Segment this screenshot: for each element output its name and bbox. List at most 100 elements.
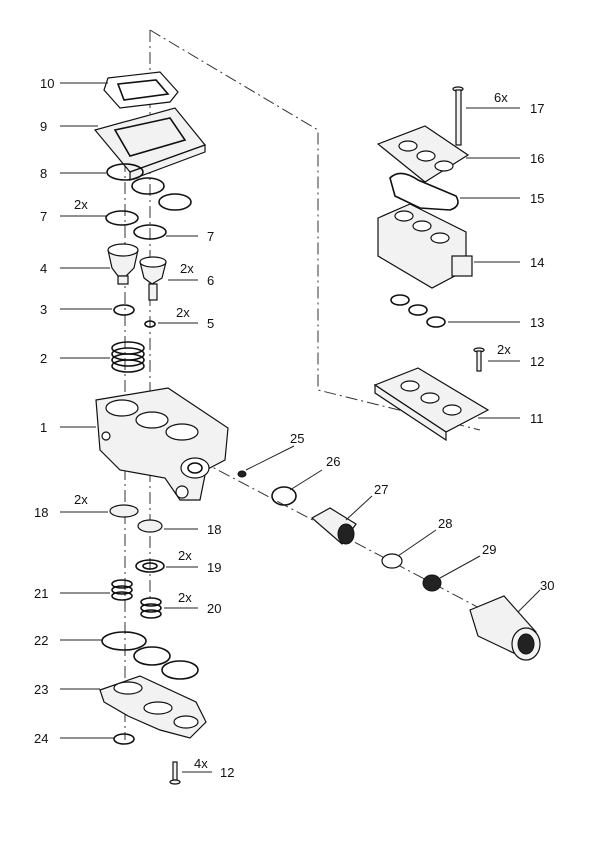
callout-qty: 4x (194, 756, 208, 771)
part-21-spring (111, 579, 133, 601)
part-2-spring (111, 341, 145, 373)
part-20-spring (140, 597, 162, 619)
callout-label: 16 (530, 151, 544, 166)
callout-label: 18 (34, 505, 48, 520)
callout-qty: 2x (497, 342, 511, 357)
callout-label: 27 (374, 482, 388, 497)
callout-2: 2 (40, 351, 110, 366)
part-9-cover-plate (93, 107, 206, 181)
callout-label: 26 (326, 454, 340, 469)
part-18-diaphragm (109, 504, 163, 533)
callout-18b: 18 (164, 522, 221, 537)
part-11-base-plate (373, 367, 490, 442)
callout-label: 10 (40, 76, 54, 91)
callout-label: 21 (34, 586, 48, 601)
callout-label: 14 (530, 255, 544, 270)
part-16-plate (376, 125, 470, 183)
callout-7b: 7 (166, 229, 214, 244)
callout-29: 29 (439, 542, 496, 579)
callout-label: 19 (207, 560, 221, 575)
callout-6: 6 2x (168, 261, 214, 288)
callout-label: 24 (34, 731, 48, 746)
callout-qty: 2x (178, 590, 192, 605)
callout-qty: 6x (494, 90, 508, 105)
part-28-disc (381, 553, 403, 569)
callout-label: 8 (40, 166, 47, 181)
callout-15: 15 (460, 191, 544, 206)
callout-4: 4 (40, 261, 110, 276)
part-26-o-ring (271, 486, 297, 506)
callout-20: 20 2x (164, 590, 221, 616)
part-27-filter (310, 507, 357, 545)
callout-label: 1 (40, 420, 47, 435)
part-12-screw-top (473, 347, 485, 372)
part-1-valve-housing (95, 387, 229, 501)
part-4-valve-insert (107, 243, 139, 285)
callout-13: 13 (448, 315, 544, 330)
callout-16: 16 (466, 151, 544, 166)
callout-10: 10 (40, 76, 108, 91)
callout-label: 6 (207, 273, 214, 288)
callout-label: 7 (40, 209, 47, 224)
callout-1: 1 (40, 420, 96, 435)
callout-label: 22 (34, 633, 48, 648)
callout-23: 23 (34, 682, 100, 697)
part-23-lower-cover (99, 675, 207, 739)
callout-label: 7 (207, 229, 214, 244)
callout-qty: 2x (178, 548, 192, 563)
callout-22: 22 (34, 633, 102, 648)
callout-12a: 12 2x (488, 342, 544, 369)
callout-label: 4 (40, 261, 47, 276)
callout-14: 14 (474, 255, 544, 270)
part-12-screw-bottom (169, 761, 181, 785)
callout-qty: 2x (176, 305, 190, 320)
callout-label: 17 (530, 101, 544, 116)
callout-label: 23 (34, 682, 48, 697)
part-8-gasket (106, 163, 192, 211)
part-15-gasket (389, 172, 459, 211)
part-6-valve-insert (139, 256, 167, 301)
callout-label: 18 (207, 522, 221, 537)
callout-30: 30 (517, 578, 554, 613)
callout-label: 20 (207, 601, 221, 616)
callout-3: 3 (40, 302, 112, 317)
callout-qty: 2x (74, 492, 88, 507)
part-5-small-ring (144, 320, 156, 328)
callout-label: 13 (530, 315, 544, 330)
callout-12b: 12 4x (182, 756, 234, 780)
part-19-washer (135, 559, 165, 573)
callout-label: 28 (438, 516, 452, 531)
callout-label: 25 (290, 431, 304, 446)
callout-label: 5 (207, 316, 214, 331)
callout-26: 26 (289, 454, 340, 491)
callout-qty: 2x (180, 261, 194, 276)
part-17-screw (452, 86, 464, 146)
part-10-gasket (103, 71, 179, 109)
callout-label: 2 (40, 351, 47, 366)
callout-label: 3 (40, 302, 47, 317)
callout-label: 12 (530, 354, 544, 369)
part-22-gasket (101, 631, 199, 680)
callout-5: 5 2x (158, 305, 214, 331)
callout-label: 9 (40, 119, 47, 134)
part-13-seal (390, 294, 446, 328)
part-29-impeller (422, 574, 442, 592)
callout-label: 30 (540, 578, 554, 593)
callout-17: 17 6x (466, 90, 544, 116)
callout-label: 12 (220, 765, 234, 780)
part-24-ring (113, 733, 135, 745)
part-30-solenoid (469, 595, 541, 661)
callout-label: 15 (530, 191, 544, 206)
callout-27: 27 (345, 482, 388, 521)
part-25-small-ring (237, 470, 247, 478)
callout-label: 11 (530, 411, 544, 426)
part-14-solenoid-block (377, 203, 473, 289)
callout-24: 24 (34, 731, 114, 746)
part-7-o-ring (105, 210, 167, 240)
callout-25: 25 (245, 431, 304, 471)
part-3-washer (113, 304, 135, 316)
callout-qty: 2x (74, 197, 88, 212)
callout-19: 19 2x (166, 548, 221, 575)
callout-28: 28 (397, 516, 452, 557)
